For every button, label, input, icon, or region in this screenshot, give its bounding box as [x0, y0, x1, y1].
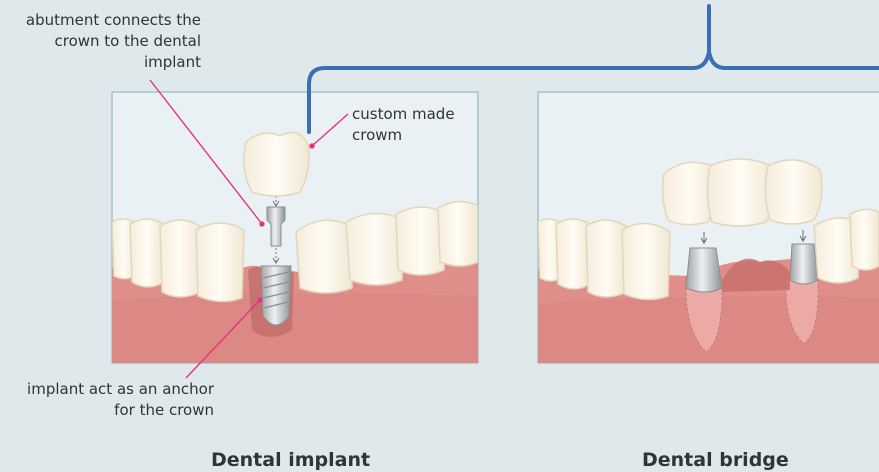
- crown-annotation: custom made crowm: [352, 104, 482, 146]
- bridge-panel: [538, 92, 879, 363]
- dental-implant-caption: Dental implant: [211, 449, 370, 471]
- implant-screw: [261, 266, 291, 325]
- prepared-tooth-right: [790, 244, 818, 284]
- prepared-tooth-left: [686, 248, 722, 292]
- bridge-crowns: [663, 159, 822, 226]
- abutment-annotation: abutment connects the crown to the denta…: [8, 10, 201, 73]
- dental-bridge-caption: Dental bridge: [642, 449, 789, 471]
- custom-crown: [244, 132, 309, 196]
- anchor-annotation: implant act as an anchor for the crown: [6, 379, 214, 421]
